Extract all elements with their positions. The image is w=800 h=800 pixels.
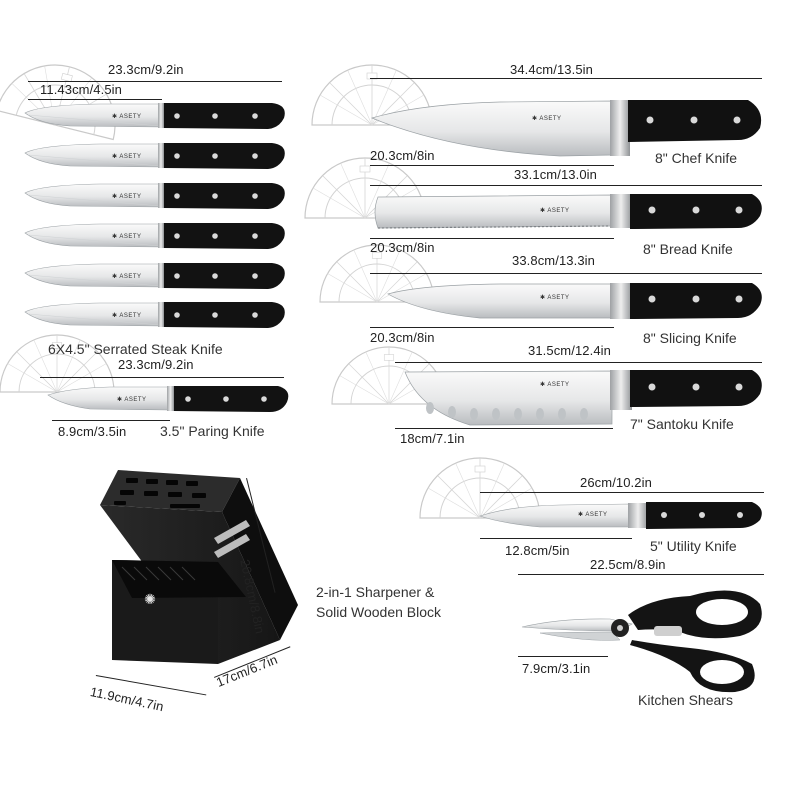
svg-text:✱ ASETY: ✱ ASETY bbox=[532, 115, 562, 122]
slicing-knife: ✱ ASETY bbox=[387, 283, 762, 319]
svg-text:✱ ASETY: ✱ ASETY bbox=[540, 294, 570, 301]
santoku-total-length: 31.5cm/12.4in bbox=[528, 343, 611, 358]
svg-text:✱ ASETY: ✱ ASETY bbox=[540, 207, 570, 214]
steak-knife-caption: 6X4.5" Serrated Steak Knife bbox=[48, 341, 223, 357]
slicing-blade-length: 20.3cm/8in bbox=[370, 330, 435, 345]
shears-total-length: 22.5cm/8.9in bbox=[590, 557, 666, 572]
steak-total-length: 23.3cm/9.2in bbox=[108, 62, 184, 77]
svg-text:✺: ✺ bbox=[144, 591, 156, 607]
bread-knife-caption: 8" Bread Knife bbox=[643, 241, 733, 257]
slicing-total-length: 33.8cm/13.3in bbox=[512, 253, 595, 268]
steak-blade-length: 11.43cm/4.5in bbox=[40, 82, 122, 97]
slicing-knife-caption: 8" Slicing Knife bbox=[643, 330, 737, 346]
svg-text:✱ ASETY: ✱ ASETY bbox=[540, 381, 570, 388]
paring-blade-length: 8.9cm/3.5in bbox=[58, 424, 127, 439]
utility-knife: ✱ ASETY bbox=[479, 502, 762, 529]
paring-knife: ✱ ASETY bbox=[47, 386, 289, 412]
svg-text:✱ ASETY: ✱ ASETY bbox=[117, 396, 147, 403]
steak-knife: ✱ ASETY bbox=[24, 103, 285, 129]
utility-total-length: 26cm/10.2in bbox=[580, 475, 652, 490]
chef-total-length: 34.4cm/13.5in bbox=[510, 62, 593, 77]
santoku-knife: ✱ ASETY bbox=[404, 370, 762, 426]
shears-blade-length: 7.9cm/3.1in bbox=[522, 661, 591, 676]
bread-blade-length: 20.3cm/8in bbox=[370, 240, 435, 255]
chef-knife-caption: 8" Chef Knife bbox=[655, 150, 738, 166]
santoku-blade-length: 18cm/7.1in bbox=[400, 431, 465, 446]
chef-knife: ✱ ASETY bbox=[370, 100, 762, 157]
paring-knife-caption: 3.5" Paring Knife bbox=[160, 423, 265, 439]
utility-blade-length: 12.8cm/5in bbox=[505, 543, 570, 558]
steak-knife bbox=[24, 262, 286, 290]
block-caption-line1: 2-in-1 Sharpener & bbox=[316, 584, 435, 600]
bread-total-length: 33.1cm/13.0in bbox=[514, 167, 597, 182]
utility-knife-caption: 5" Utility Knife bbox=[650, 538, 737, 554]
kitchen-shears bbox=[521, 590, 762, 693]
santoku-knife-caption: 7" Santoku Knife bbox=[630, 416, 734, 432]
bread-knife: ✱ ASETY bbox=[374, 194, 762, 229]
chef-blade-length: 20.3cm/8in bbox=[370, 148, 435, 163]
knife-block: ✺ bbox=[100, 470, 298, 664]
block-caption-line2: Solid Wooden Block bbox=[316, 604, 442, 620]
svg-text:✱ ASETY: ✱ ASETY bbox=[112, 113, 142, 120]
svg-text:✱ ASETY: ✱ ASETY bbox=[578, 511, 608, 518]
shears-caption: Kitchen Shears bbox=[638, 692, 733, 708]
steak-knife bbox=[24, 182, 286, 210]
steak-knife bbox=[24, 222, 286, 250]
steak-knife bbox=[24, 142, 286, 170]
paring-total-length: 23.3cm/9.2in bbox=[118, 357, 194, 372]
block-caption: 2-in-1 Sharpener & Solid Wooden Block bbox=[316, 582, 441, 622]
steak-knife bbox=[24, 301, 286, 329]
